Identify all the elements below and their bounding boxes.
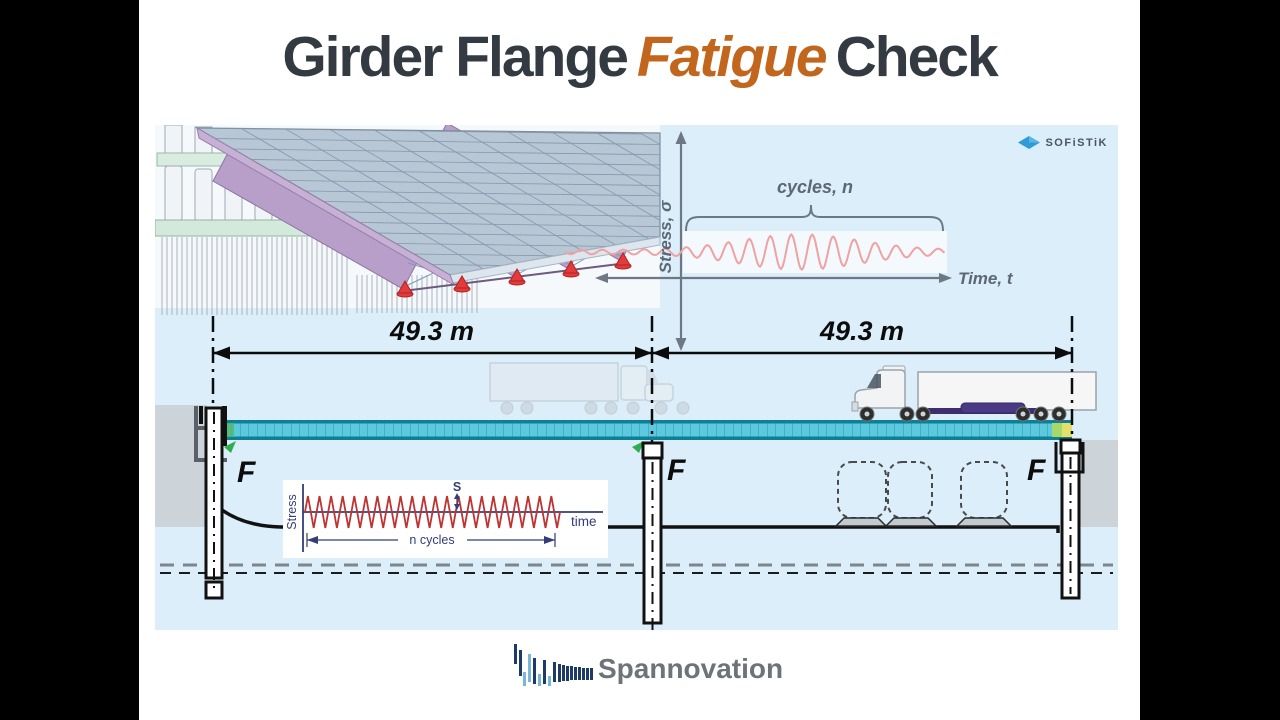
deck-top-edge	[218, 420, 1072, 424]
solid-truck	[851, 365, 1097, 422]
sofistik-logo: SOFiSTiK	[1018, 136, 1108, 149]
chart-axes	[599, 141, 943, 341]
time-axis-label: Time, t	[958, 269, 1014, 288]
deck-contour-right-1	[1052, 423, 1062, 437]
pile-group-hatching	[160, 237, 350, 315]
deck-bottom-edge	[218, 436, 1072, 440]
inset-ncycles-label: n cycles	[409, 533, 454, 547]
ghost-truck	[489, 362, 690, 415]
right-pier	[1060, 451, 1081, 600]
spannovation-label: Spannovation	[598, 653, 784, 684]
stress-axis-label: Stress, σ	[656, 200, 675, 273]
title-part3: Check	[835, 25, 999, 89]
stress-time-chart: cycles, n Stress, σ Time, t	[564, 131, 1014, 351]
force-label-right: F	[1027, 454, 1046, 487]
force-label-center: F	[667, 454, 686, 487]
cycles-brace	[685, 204, 944, 232]
right-abutment-seat	[1054, 442, 1085, 474]
right-abutment-soil	[1079, 440, 1118, 527]
inset-stress-label: Stress	[285, 494, 299, 529]
chart-axis-arrows	[595, 131, 952, 351]
sofistik-label: SOFiSTiK	[1045, 136, 1108, 149]
inset-background	[283, 480, 608, 558]
title-part1: Girder Flange	[282, 25, 629, 89]
truck-wheel-hubs	[864, 411, 1062, 417]
title-accent: Fatigue	[636, 25, 828, 89]
spannovation-bars-icon	[514, 644, 593, 686]
spannovation-logo: Spannovation	[510, 638, 783, 700]
left-abutment-soil	[155, 405, 207, 527]
truck-windshield	[867, 374, 881, 388]
fatigue-inset-chart: Stress time S n cycles	[283, 480, 608, 558]
dashed-structure-outlines	[837, 461, 1008, 519]
left-pile-tip	[204, 580, 224, 600]
stress-wave	[564, 233, 946, 272]
bridge-deck	[218, 420, 1072, 440]
structure-pads	[834, 517, 1013, 527]
right-bearing	[1059, 438, 1082, 455]
span-left-dimension: 49.3 m	[389, 316, 474, 346]
fem-model-illustration	[155, 125, 661, 315]
inset-time-label: time	[571, 514, 597, 529]
left-backwall-2	[199, 406, 203, 424]
center-bearing	[641, 441, 664, 460]
support-cones	[396, 252, 632, 298]
truck-tank	[960, 402, 1026, 414]
deck-contour-right-2	[1062, 423, 1072, 437]
ground-curve-left	[221, 508, 281, 529]
span-right-dimension: 49.3 m	[819, 316, 904, 346]
truck-bumper	[851, 401, 859, 412]
force-label-left: F	[237, 456, 256, 489]
left-backwall	[222, 406, 227, 446]
support-arrow-center	[632, 441, 644, 453]
diagram-canvas: cycles, n Stress, σ Time, t	[155, 125, 1118, 632]
bridge-elevation: 49.3 m 49.3 m	[155, 316, 1118, 632]
inset-cycle-wave	[304, 495, 561, 529]
inset-amplitude-label: S	[453, 480, 461, 494]
axis-centerlines	[211, 316, 1074, 443]
support-arrow-left	[224, 441, 236, 453]
sofistik-diamond-icon	[1018, 136, 1041, 149]
truck-cab	[854, 369, 906, 409]
dimension-arrowheads	[213, 346, 1072, 360]
cycles-n-label: cycles, n	[777, 177, 853, 197]
